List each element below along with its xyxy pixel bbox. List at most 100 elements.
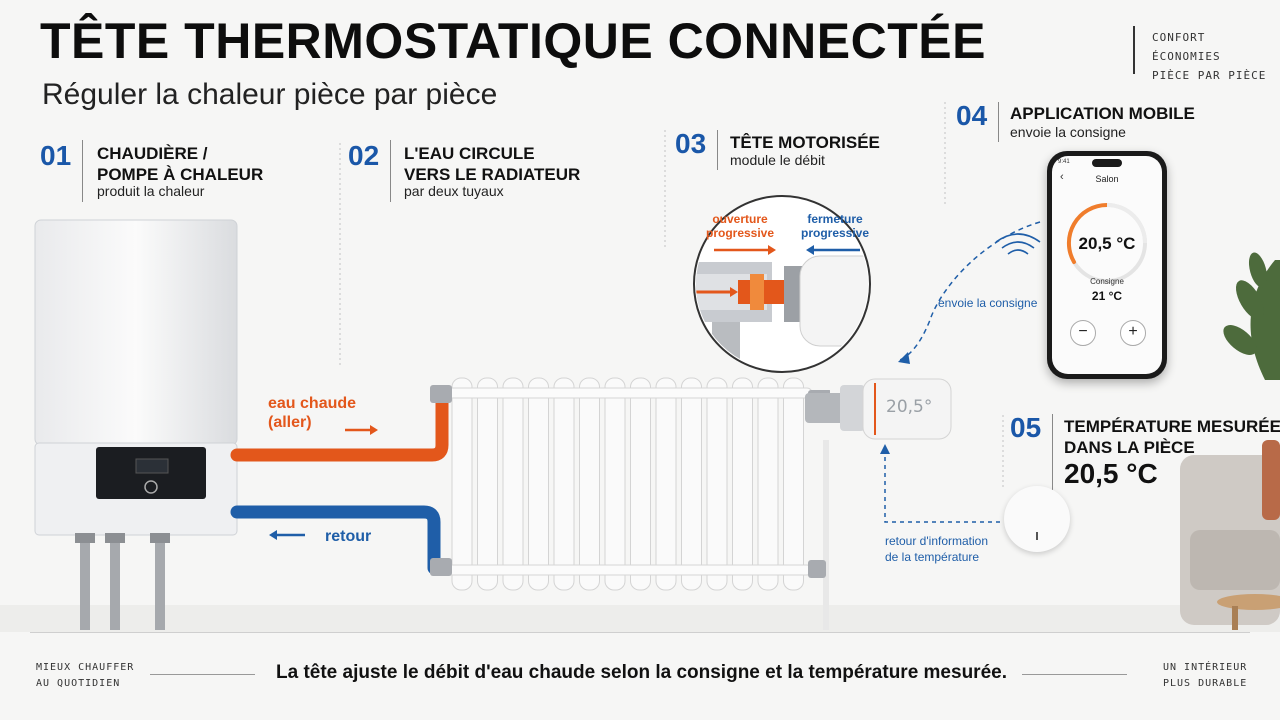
- hot-water-label-line2: (aller): [268, 414, 312, 431]
- sofa-illustration: [1180, 440, 1280, 625]
- app-setpoint-label: Consigne: [1090, 277, 1124, 286]
- radiator-fins: [451, 377, 804, 591]
- closing-label: fermeture progressive: [801, 212, 869, 240]
- boiler-illustration: [34, 219, 238, 630]
- step-05-title-line2: DANS LA PIÈCE: [1064, 438, 1195, 457]
- tags-list: CONFORT ÉCONOMIES PIÈCE PAR PIÈCE: [1152, 28, 1266, 85]
- footer-right-line2: PLUS DURABLE: [1163, 678, 1248, 689]
- step-01-title: CHAUDIÈRE / POMPE À CHALEUR: [97, 143, 263, 185]
- step-04-description: envoie la consigne: [1010, 124, 1126, 140]
- feedback-dashed-arrow: [884, 450, 1000, 523]
- return-flow-arrow: [269, 530, 305, 540]
- smartphone: 9:41 ‹ Salon 20,5 °C Consigne 21 °C − +: [1047, 151, 1167, 379]
- back-icon[interactable]: ‹: [1060, 171, 1064, 183]
- step-01-title-line1: CHAUDIÈRE /: [97, 144, 208, 163]
- footer-caption: La tête ajuste le débit d'eau chaude sel…: [276, 662, 1007, 683]
- radiator-illustration: [430, 377, 830, 591]
- step-04-title: APPLICATION MOBILE: [1010, 104, 1195, 123]
- hot-water-label-line1: eau chaude: [268, 395, 357, 412]
- valve-zoom-detail: [693, 195, 871, 373]
- wifi-icon: [995, 233, 1041, 255]
- feedback-label: retour d'information de la température: [885, 533, 988, 565]
- step-03-description: module le débit: [730, 152, 825, 168]
- radiator-fin: [553, 377, 575, 591]
- footer-right-tag: UN INTÉRIEUR PLUS DURABLE: [1163, 660, 1247, 692]
- footer-divider: [30, 632, 1250, 633]
- thermostat-display: 20,5°: [886, 397, 933, 417]
- app-room-name: Salon: [1095, 174, 1119, 184]
- step-02-divider: [390, 140, 391, 202]
- closing-label-line2: progressive: [801, 226, 870, 240]
- radiator-fin: [451, 377, 473, 591]
- increase-setpoint-button[interactable]: +: [1120, 320, 1146, 346]
- tags-divider: [1133, 26, 1135, 74]
- feedback-label-line1: retour d'information: [885, 534, 989, 548]
- step-03-title: TÊTE MOTORISÉE: [730, 133, 880, 152]
- floor: [0, 605, 1280, 632]
- radiator-fin: [757, 377, 779, 591]
- phone-notch: [1092, 159, 1122, 167]
- footer-right-rule: [1022, 674, 1127, 675]
- room-temperature-sensor: [1004, 486, 1070, 552]
- radiator-fin: [528, 377, 549, 591]
- measured-temperature-value: 20,5 °C: [1064, 458, 1158, 489]
- side-table: [1217, 594, 1280, 630]
- sends-setpoint-label: envoie la consigne: [938, 296, 1038, 310]
- return-water-pipe: [230, 505, 441, 575]
- opening-label: ouverture progressive: [706, 212, 774, 240]
- app-current-temperature: 20,5 °C: [1078, 234, 1136, 253]
- step-03-divider: [717, 130, 718, 170]
- step-01-divider: [82, 140, 83, 202]
- signal-arrows: [880, 221, 1041, 523]
- radiator-fin: [502, 377, 524, 591]
- step-01-title-line2: POMPE À CHALEUR: [97, 165, 264, 184]
- radiator-fin: [604, 377, 626, 591]
- footer-left-tag: MIEUX CHAUFFER AU QUOTIDIEN: [36, 660, 134, 692]
- step-04-number: 04: [956, 100, 988, 131]
- closing-label-line1: fermeture: [807, 212, 863, 226]
- step-05-divider: [1052, 414, 1053, 490]
- footer-right-line1: UN INTÉRIEUR: [1163, 662, 1248, 673]
- step-01-description: produit la chaleur: [97, 183, 205, 199]
- decrease-setpoint-button[interactable]: −: [1070, 320, 1096, 346]
- footer-left-line1: MIEUX CHAUFFER: [36, 662, 135, 673]
- radiator-fin: [630, 377, 651, 591]
- app-setpoint-value: 21 °C: [1091, 289, 1123, 303]
- setpoint-dashed-arrow: [899, 221, 1041, 361]
- step-05-title: TEMPÉRATURE MESURÉE DANS LA PIÈCE: [1064, 416, 1280, 458]
- step-05-title-line1: TEMPÉRATURE MESURÉE: [1064, 417, 1280, 436]
- step-03-number: 03: [675, 128, 707, 159]
- radiator-fin: [655, 377, 677, 591]
- radiator-fin: [579, 377, 600, 591]
- step-02-title: L'EAU CIRCULE VERS LE RADIATEUR: [404, 143, 580, 185]
- hot-water-pipe: [230, 388, 449, 462]
- radiator-fin: [732, 377, 753, 591]
- thermostatic-head: [805, 378, 952, 440]
- step-01-number: 01: [40, 140, 72, 171]
- temperature-gauge: [1066, 202, 1147, 283]
- step-05-number: 05: [1010, 412, 1042, 443]
- app-time: 9:41: [1058, 159, 1070, 165]
- step-04-divider: [998, 102, 999, 142]
- hot-flow-arrow: [345, 425, 378, 435]
- radiator-fin: [783, 377, 804, 591]
- feedback-label-line2: de la température: [885, 550, 980, 564]
- radiator-fin: [681, 377, 702, 591]
- step-02-title-line2: VERS LE RADIATEUR: [404, 165, 581, 184]
- step-02-description: par deux tuyaux: [404, 183, 504, 199]
- opening-label-line2: progressive: [706, 226, 775, 240]
- footer-left-rule: [150, 674, 255, 675]
- footer-left-line2: AU QUOTIDIEN: [36, 678, 121, 689]
- plant-illustration: [1223, 252, 1280, 380]
- return-label: retour: [325, 528, 372, 545]
- main-title: TÊTE THERMOSTATIQUE CONNECTÉE: [40, 13, 986, 69]
- tag-item: ÉCONOMIES: [1152, 50, 1221, 63]
- opening-label-line1: ouverture: [712, 212, 768, 226]
- app-screen: 9:41 ‹ Salon 20,5 °C Consigne 21 °C − +: [1052, 156, 1162, 374]
- subtitle: Réguler la chaleur pièce par pièce: [42, 78, 498, 111]
- tag-item: CONFORT: [1152, 31, 1206, 44]
- gauge-arc: [1066, 202, 1109, 264]
- radiator-fin: [477, 377, 498, 591]
- radiator-fin: [706, 377, 728, 591]
